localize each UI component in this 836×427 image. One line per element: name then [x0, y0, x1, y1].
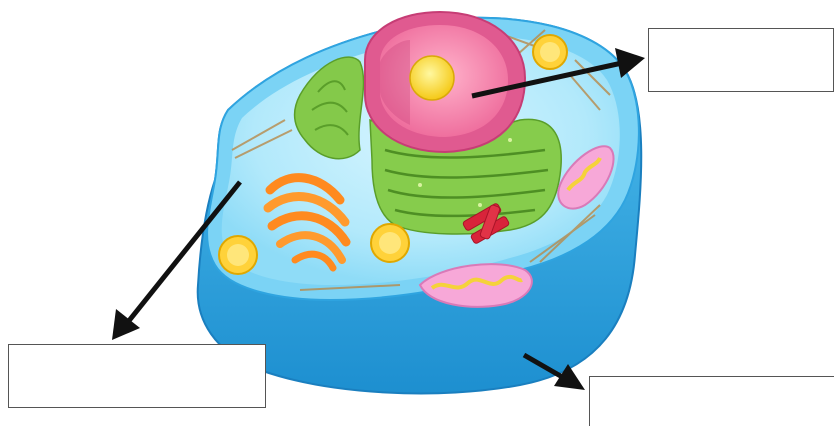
label-box-top-right[interactable]	[648, 28, 834, 92]
nucleolus-icon	[410, 56, 454, 100]
label-box-bottom-right[interactable]	[589, 376, 834, 426]
label-input-bottom-left[interactable]	[20, 353, 254, 398]
label-box-bottom-left[interactable]	[8, 344, 266, 408]
label-input-bottom-right[interactable]	[600, 383, 824, 419]
label-input-top-right[interactable]	[656, 37, 826, 82]
